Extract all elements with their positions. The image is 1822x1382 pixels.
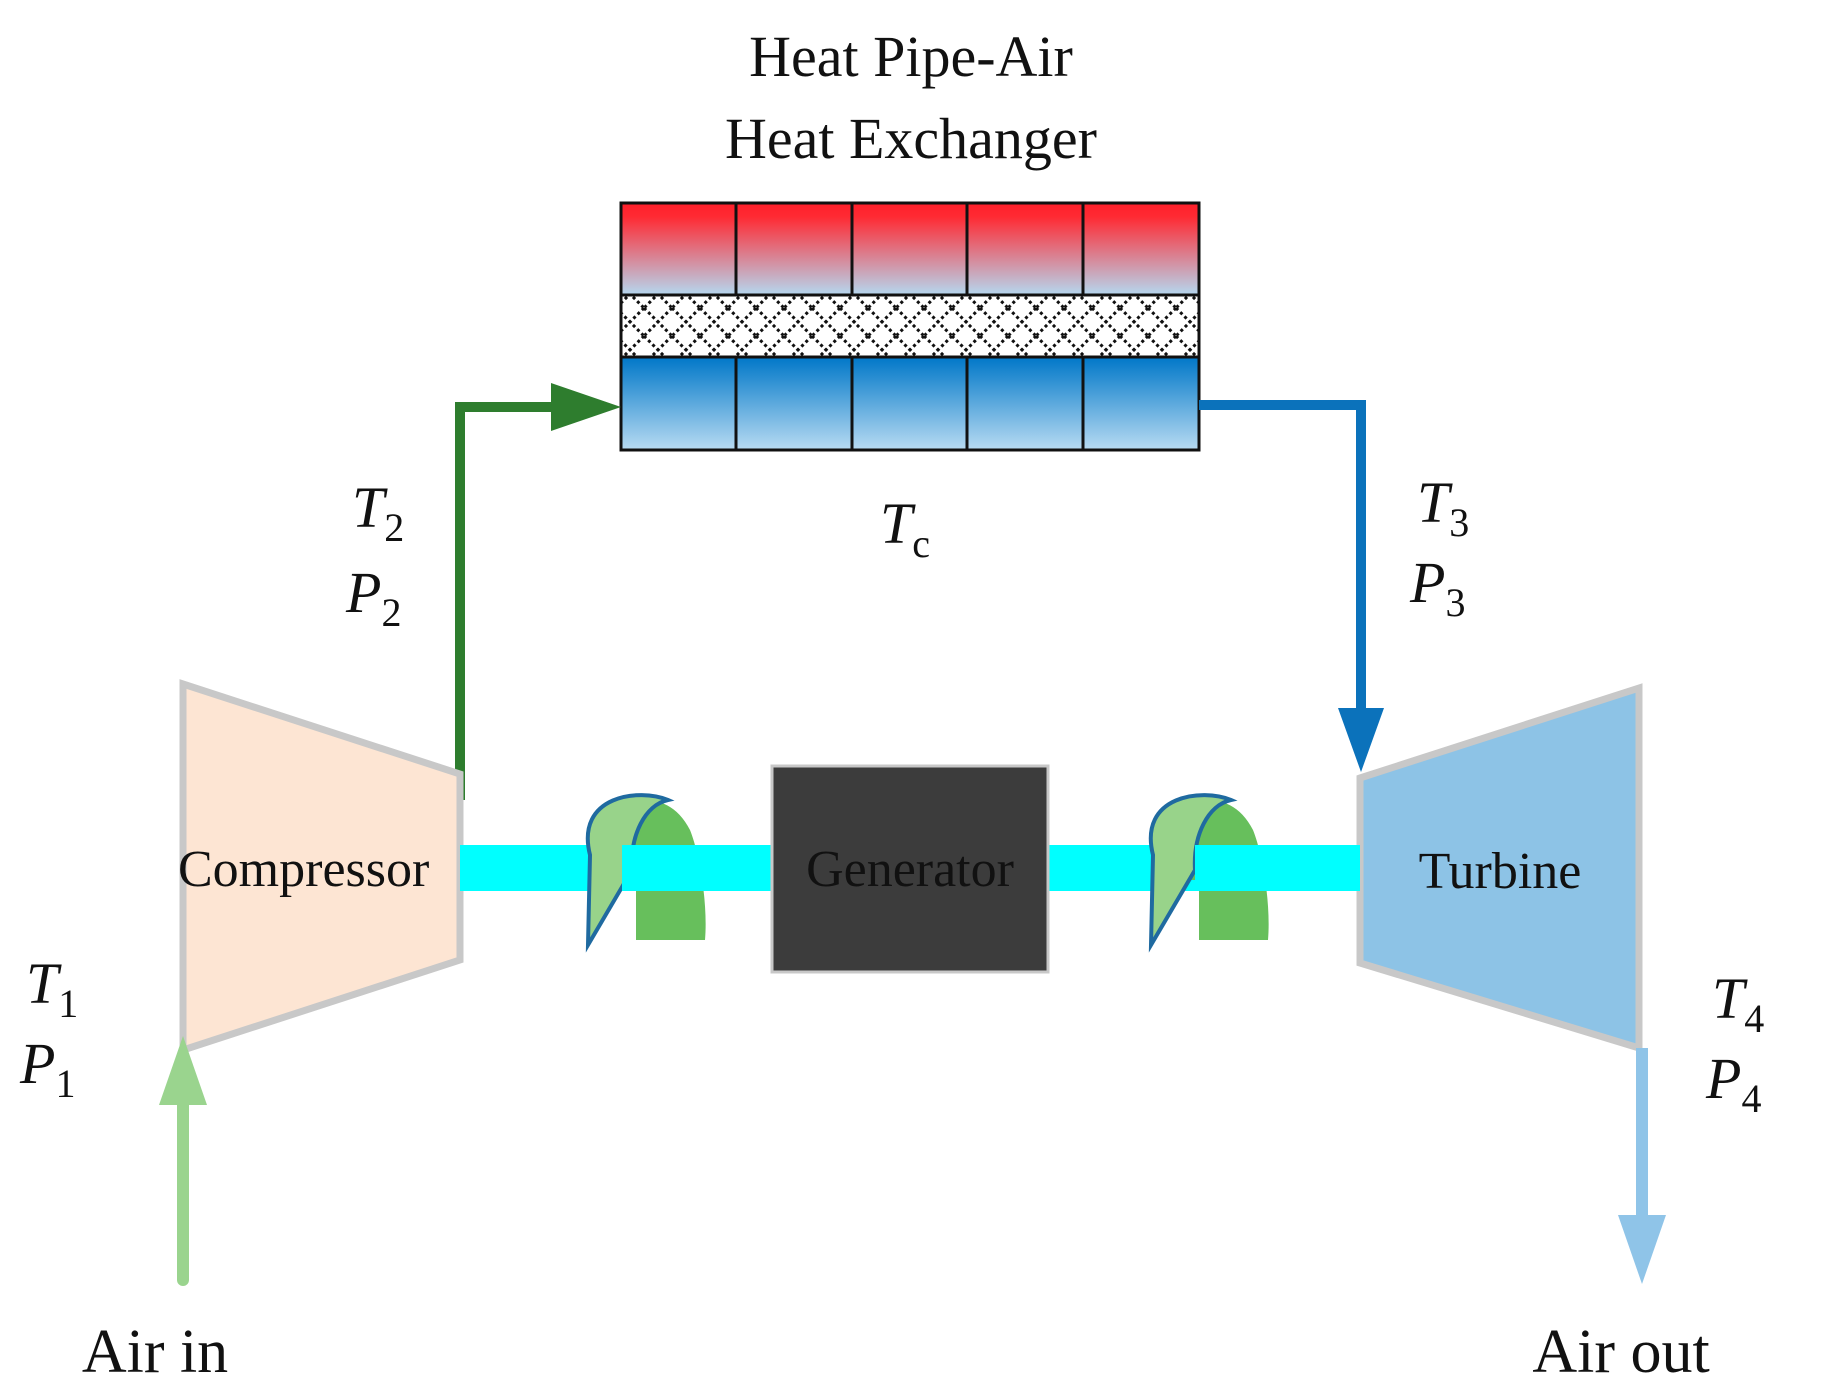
air-out-arrowhead bbox=[1618, 1215, 1666, 1284]
compressor bbox=[179, 679, 464, 1055]
label-t2: T2 bbox=[352, 475, 404, 550]
generator-label: Generator bbox=[806, 841, 1014, 898]
hx-hot-section bbox=[621, 203, 1199, 295]
flow-compressor-to-hx bbox=[455, 402, 565, 800]
generator bbox=[770, 764, 1050, 974]
label-t4: T4 bbox=[1712, 966, 1764, 1041]
label-p4: P4 bbox=[1705, 1046, 1761, 1121]
label-t3: T3 bbox=[1417, 470, 1469, 545]
flow-hx-to-turbine bbox=[1199, 400, 1366, 718]
hx-title-line1: Heat Pipe-Air bbox=[749, 24, 1073, 89]
label-p3: P3 bbox=[1409, 550, 1465, 625]
shaft-left-mid bbox=[622, 845, 772, 891]
label-p2: P2 bbox=[345, 560, 401, 635]
label-p1: P1 bbox=[19, 1031, 75, 1106]
hx-cold-section bbox=[621, 357, 1199, 450]
hx-wick-section bbox=[621, 295, 1199, 357]
air-out-label: Air out bbox=[1532, 1318, 1709, 1382]
air-in-arrowhead bbox=[159, 1036, 207, 1105]
hx-outline bbox=[619, 201, 1201, 452]
label-t1: T1 bbox=[26, 951, 78, 1026]
air-in-label: Air in bbox=[82, 1318, 228, 1382]
shaft-right-mid bbox=[1195, 845, 1360, 891]
arrowhead-blue bbox=[1338, 708, 1384, 772]
turbine-label: Turbine bbox=[1419, 843, 1582, 900]
label-tc: Tc bbox=[880, 491, 930, 566]
arrowhead-green bbox=[551, 383, 621, 431]
compressor-label: Compressor bbox=[178, 841, 429, 898]
heat-pipe-air-heat-exchanger bbox=[619, 201, 1201, 452]
hx-title-line2: Heat Exchanger bbox=[725, 106, 1097, 171]
